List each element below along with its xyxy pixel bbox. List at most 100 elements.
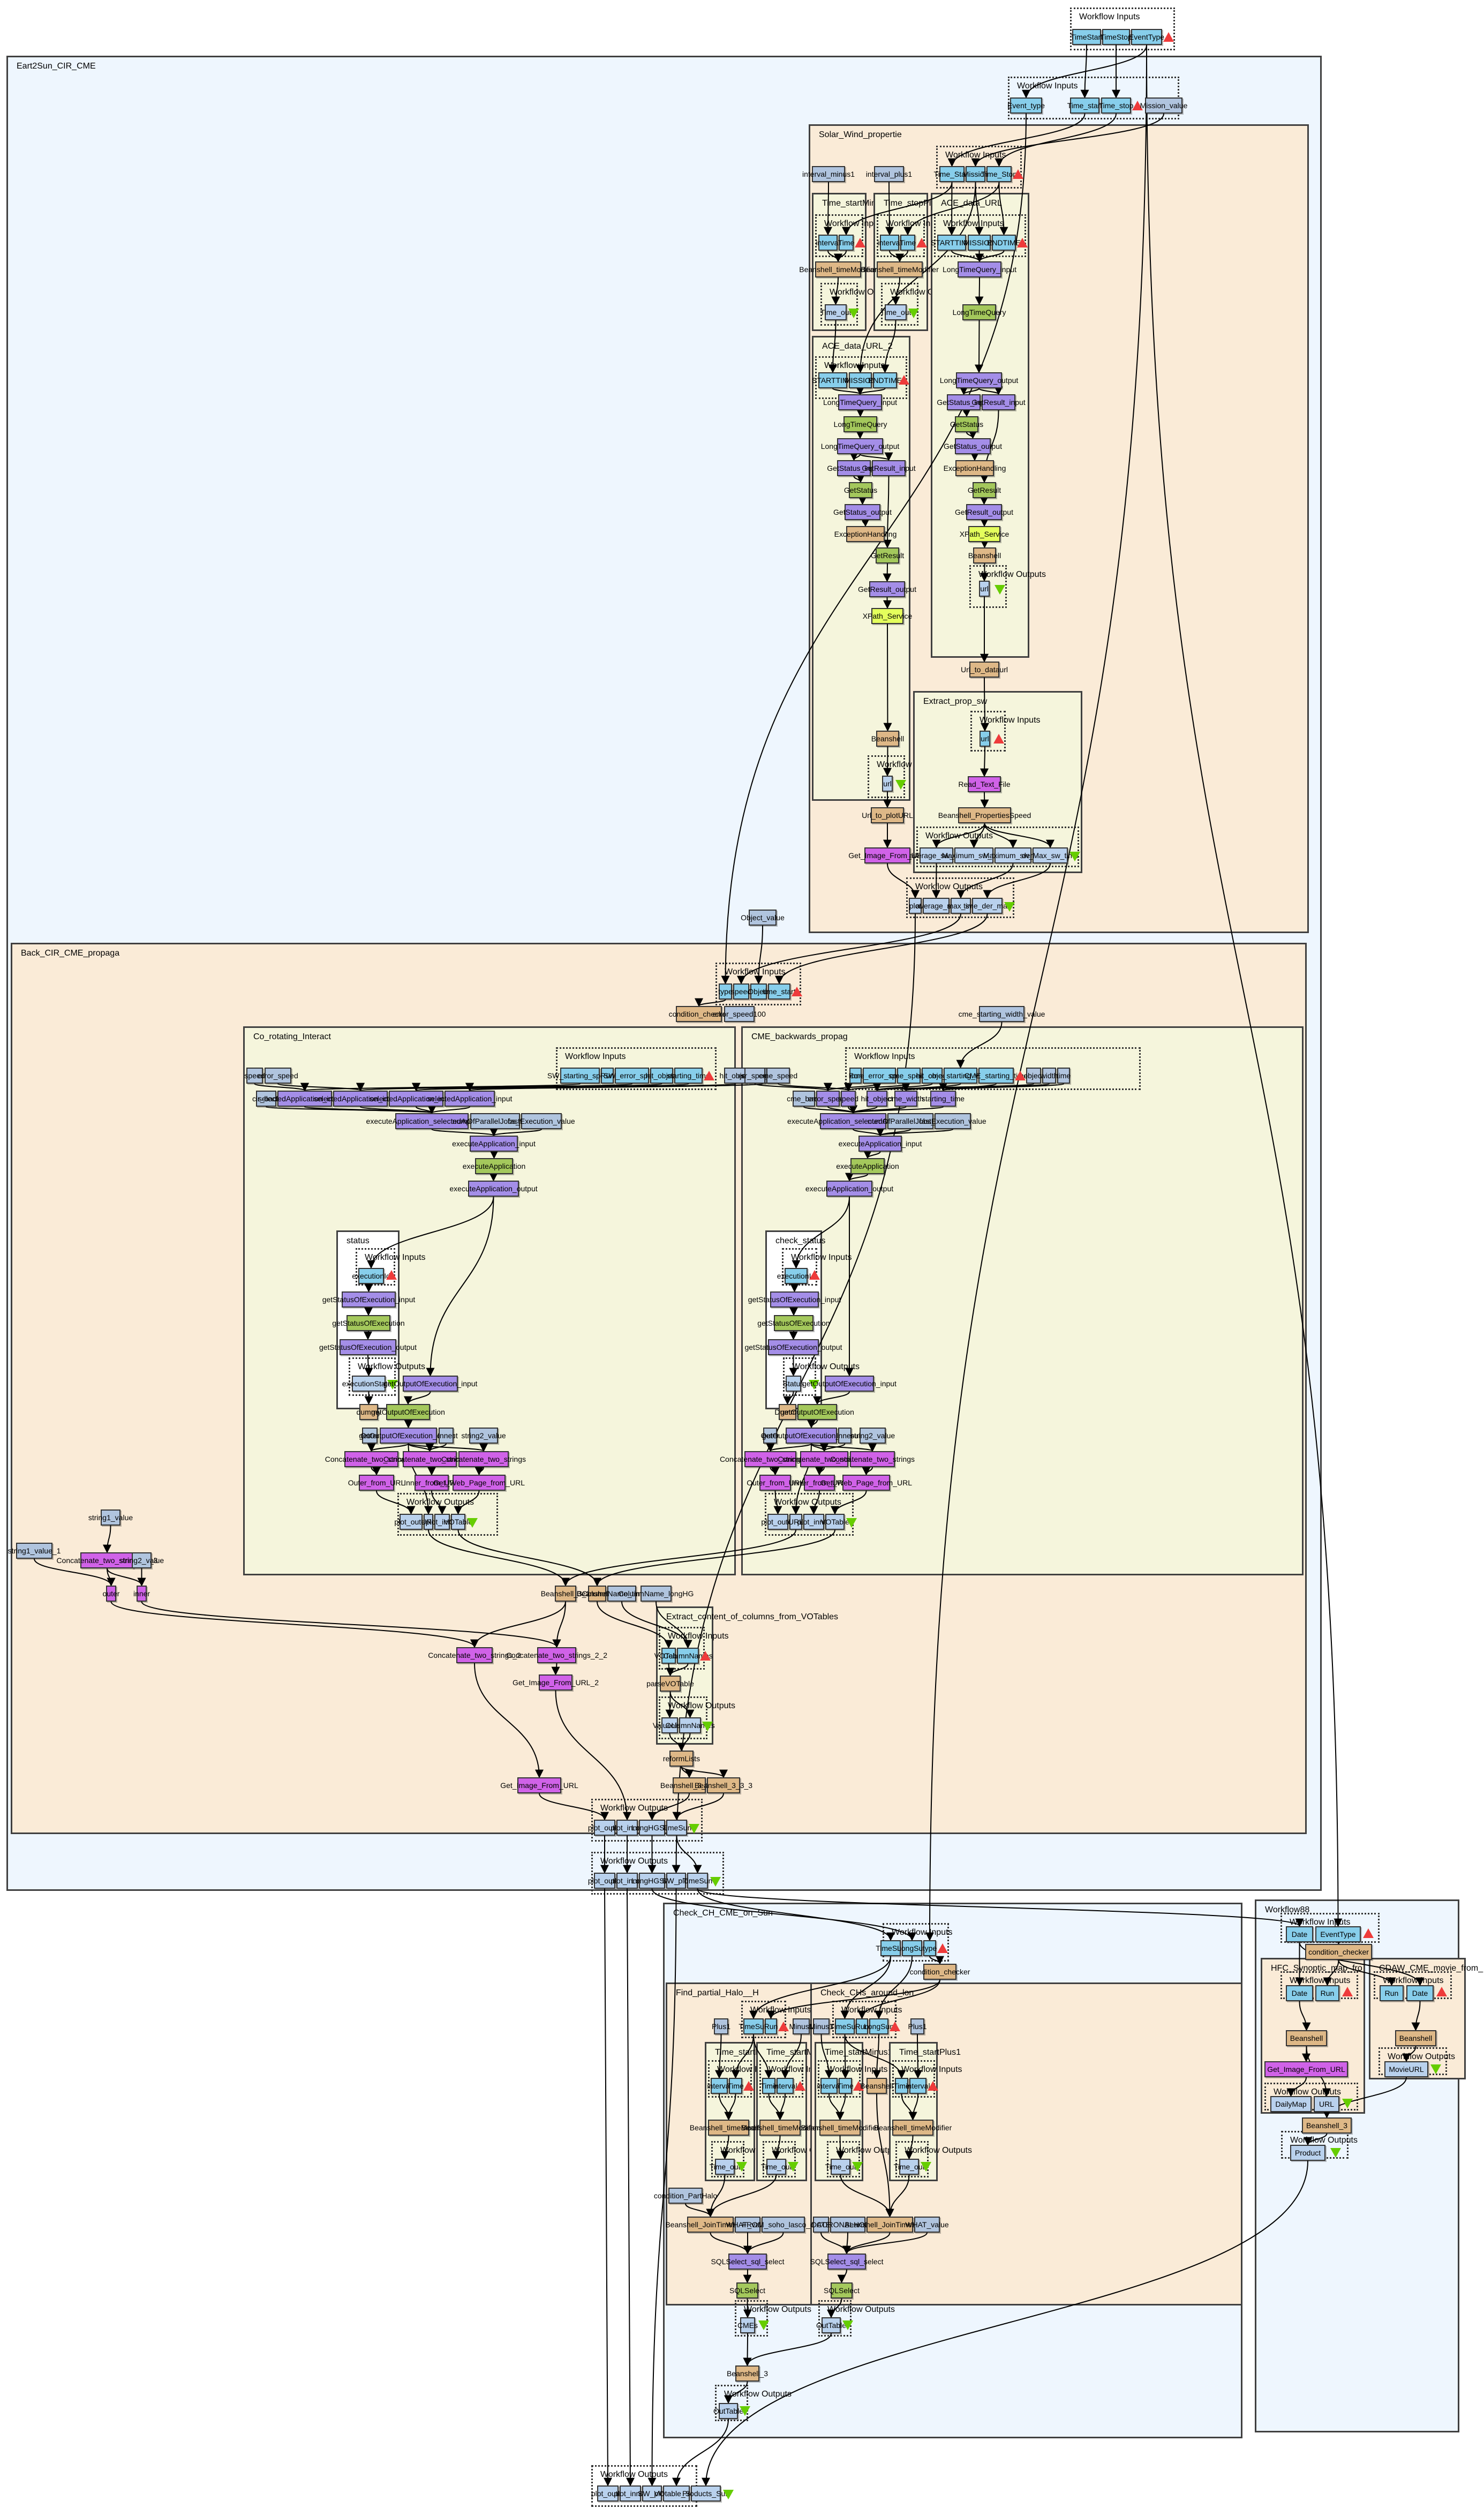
node-ws-fph-sql[interactable]: SQLSelect [729,2282,765,2299]
node-ws-st-gs[interactable]: getStatusOfExecution [332,1315,405,1331]
node-in-fph-time-sun[interactable]: TimeSun [739,2018,769,2034]
node-out-cc-out[interactable]: OutTable [713,2403,743,2419]
node-in-w88-date[interactable]: Date [1286,1926,1313,1942]
node-out-fph-cmes[interactable]: CMEs [737,2317,758,2333]
node-local-cb-cat[interactable]: Concatenate_two_strings [830,1451,915,1467]
node-in-ev-cn[interactable]: ColumnNames [663,1648,713,1664]
node-out-e2s-o-lhg[interactable]: LongHGSun [631,1873,673,1889]
node-const-bc-s1[interactable]: string1_value [88,1509,133,1526]
node-bean-w88-b3[interactable]: Beanshell_3 [1302,2117,1352,2134]
node-bean-chsm-bean[interactable]: Beanshell_timeModifier [801,2120,879,2136]
node-local-cr-cat[interactable]: Concatenate_two_strings [441,1451,526,1467]
node-in-cr-in-swes[interactable]: SW_error_speed [604,1068,660,1084]
node-const-cb-c-obj[interactable]: object [1023,1068,1044,1084]
node-bean-hfc-bean[interactable]: Beanshell [1286,2030,1327,2046]
node-in-bc-speed[interactable]: speed [731,983,751,1000]
node-const-cr-cir-back[interactable]: cir_back [252,1091,280,1107]
node-bean-bc-reform[interactable]: reformLists [663,1751,700,1767]
node-wsdl-cb-st[interactable]: starting_time [922,1091,965,1107]
node-ws-cb-ea[interactable]: executeApplication [836,1158,899,1174]
node-wsdl-cr-sai4[interactable]: selectedApplication_input_4 [314,1091,407,1107]
node-in-sw-time-start[interactable]: Time_Start [934,166,970,182]
node-out-ace1-url[interactable]: url [979,581,990,597]
node-local-bc-outer[interactable]: outer [103,1586,119,1602]
node-local-bc-cat22[interactable]: Concatenate_two_strings_2_2 [506,1647,607,1663]
node-const-cb-c-cs[interactable]: cme_speed [759,1068,797,1084]
node-in-cs-exid[interactable]: executionId [777,1268,815,1284]
node-out-hfc-dm[interactable]: DailyMap [1270,2096,1312,2112]
node-const-cb-c-t[interactable]: time [1057,1068,1071,1084]
node-wsdl-cs-gso[interactable]: getStatusOfExecution_output [744,1339,842,1355]
node-out-chs-out[interactable]: OutTable [816,2317,846,2333]
node-out-sw-out-avg[interactable]: average_sw [916,898,956,914]
node-const-cr-c-inner[interactable]: Inner [438,1428,455,1444]
node-out-chsp-tout[interactable]: Time_out [894,2159,924,2175]
node-out-f-swp[interactable]: SW_plot [638,2485,666,2502]
node-in-fphp-time[interactable]: Time [727,2078,744,2094]
node-const-cr-npj[interactable]: numOfParallelJobs_value [453,1113,538,1129]
node-const-bc-s2[interactable]: string2_value [119,1552,164,1568]
node-local-bc-cat2[interactable]: Concatenate_two_strings_2 [428,1647,521,1663]
node-in-bc-time-start[interactable]: time_start [763,983,796,1000]
node-wsdl-cr-goi[interactable]: getOutputOfExecution_input [383,1376,477,1392]
node-in-top-time-stop[interactable]: TimeStop [1100,29,1132,45]
node-in-cc-type[interactable]: type [923,1940,937,1956]
node-ws-ace2-gr[interactable]: GetResult [871,547,904,564]
node-bean-cc-cond[interactable]: condition_checker [910,1964,970,1980]
node-const-bc-cnlhg[interactable]: ColumnName_longHG [619,1586,694,1602]
node-wsdl-ace2-ltqo[interactable]: LongTimeQuery_output [821,438,899,454]
node-in-cr-in-st[interactable]: starting_time [667,1068,710,1084]
node-in-e2s-time-start[interactable]: Time_start [1067,97,1102,114]
node-const-fph-plus1[interactable]: Plus1 [712,2018,730,2034]
node-bean-cdaw-bean[interactable]: Beanshell [1395,2030,1436,2046]
node-wsdl-ace2-ltqi[interactable]: LongTimeQuery_input [823,394,897,410]
node-wsdl-ace1-gri[interactable]: GetResult_input [971,394,1026,410]
node-out-st-out[interactable]: executionStatus [342,1376,395,1392]
node-wsdl-cb-es[interactable]: error_speed [808,1091,848,1107]
node-out-e2s-o-pi[interactable]: plot_inner [611,1873,644,1889]
node-bean-tsm-bean[interactable]: Beanshell_timeModifier [799,261,877,277]
node-out-e2s-o-ts[interactable]: TimeSun [683,1873,712,1889]
node-wsdl-ace2-gri[interactable]: GetResult_input [862,460,916,476]
node-wsdl-cb-eai[interactable]: executeApplication_input [839,1136,922,1152]
node-ws-cr-go[interactable]: getOutputOfExecution [371,1404,445,1420]
node-const-cr-c-s2[interactable]: string2_value [461,1428,506,1444]
node-local-cr-gwp[interactable]: Get_Web_Page_from_URL [433,1475,525,1491]
node-in-ace1-start[interactable]: STARTTIME [931,235,973,251]
node-out-chsm-tout[interactable]: Time_out [825,2159,856,2175]
node-out-cr-o-vot[interactable]: VOTable [444,1514,472,1530]
node-in-fphm-time[interactable]: Time [760,2078,777,2094]
node-in-cc-long-sun[interactable]: LongSun [897,1940,927,1956]
node-wsdl-cs-gsi[interactable]: getStatusOfExecution_input [748,1291,841,1308]
node-out-cdaw-movie[interactable]: MovieURL [1384,2061,1428,2077]
node-in-hfc-date[interactable]: Date [1286,1985,1313,2001]
node-in-top-time-start[interactable]: TimeStart [1071,29,1103,45]
node-bean-ace2-eh[interactable]: ExceptionHandling [834,526,897,542]
node-in-hfc-run[interactable]: Run [1315,1985,1339,2001]
node-out-cs-out[interactable]: Status [783,1376,804,1392]
node-in-sw-time-stop[interactable]: Time_Stop [981,166,1017,182]
node-local-cr-cat3[interactable]: Concatenate_two_strings_3 [325,1451,418,1467]
node-wsdl-cr-goo[interactable]: getOutputOfExecution_output [359,1428,458,1444]
node-local-sw-get-img[interactable]: Get_Image_From_URL [848,847,926,863]
node-bean-sw-url-to-plot-url[interactable]: Url_to_plotURL [862,807,913,823]
node-in-chsp-time[interactable]: Time [893,2078,910,2094]
node-wsdl-chs-sqli[interactable]: SQLSelect_sql_select [810,2254,883,2270]
node-out-hfc-url[interactable]: URL [1314,2096,1339,2112]
node-const-sw-interval-plus1[interactable]: interval_plus1 [866,166,912,182]
node-const-cr-c-speed[interactable]: speed [244,1068,265,1084]
node-local-cb-ofu[interactable]: Outer_from_URL [747,1475,804,1491]
node-const-chs-what[interactable]: WHAT_value [905,2217,949,2233]
node-const-chs-plus1[interactable]: Plus1 [908,2018,927,2034]
node-out-cb-o-po[interactable]: plot_outer [761,1514,795,1530]
node-ws-chs-sql[interactable]: SQLSelect [824,2282,860,2299]
node-out-cr-o-po[interactable]: plot_outer [394,1514,428,1530]
node-out-bc-o-pi[interactable]: plot_inner [611,1820,644,1836]
node-local-bc-gif[interactable]: Get_Image_From_URL [500,1777,578,1793]
node-wsdl-cb-eao[interactable]: executeApplication_output [805,1181,893,1197]
node-const-bc-cmewidth[interactable]: cme_starting_width_value [959,1006,1045,1022]
node-const-fph-from[interactable]: FROM_soho_lasco_cme [742,2217,825,2233]
node-const-cb-fe[interactable]: fastExecution_value [919,1113,986,1129]
node-out-ace2-url[interactable]: url [882,776,893,792]
node-out-tsm-time-out[interactable]: Time_out [820,304,851,320]
